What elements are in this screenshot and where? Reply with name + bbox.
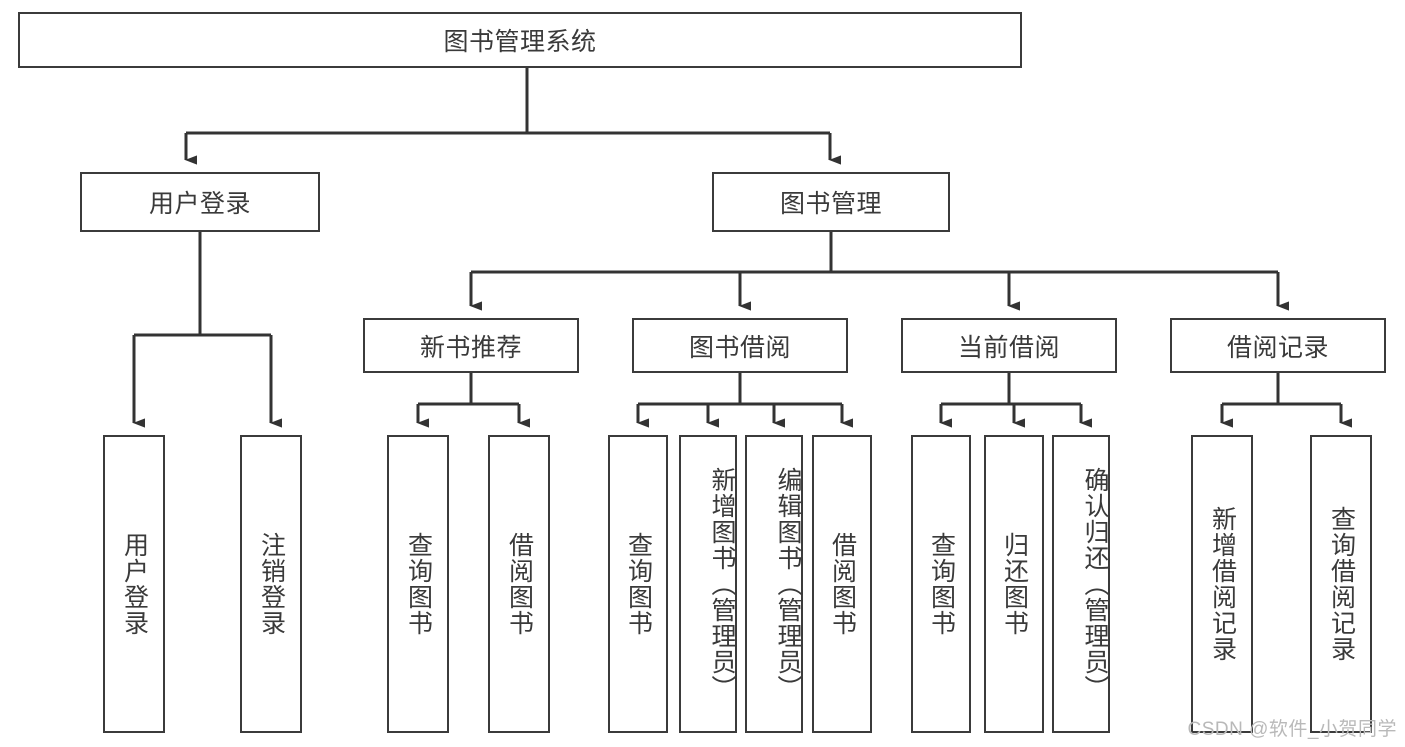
leaf-borrow-books-new[interactable]: 借阅图书 <box>488 435 550 733</box>
edge-group-user-login <box>132 232 282 428</box>
node-borrow-records[interactable]: 借阅记录 <box>1170 318 1386 373</box>
leaf-confirm-return-admin[interactable]: 确认归还（管理员） <box>1052 435 1110 733</box>
node-label: 新书推荐 <box>419 333 522 362</box>
node-current-borrowing[interactable]: 当前借阅 <box>901 318 1117 373</box>
leaf-query-books-current[interactable]: 查询图书 <box>911 435 971 733</box>
leaf-query-books-new[interactable]: 查询图书 <box>387 435 449 733</box>
leaf-edit-book-admin[interactable]: 编辑图书（管理员） <box>745 435 803 733</box>
leaf-logout-login[interactable]: 注销登录 <box>240 435 302 733</box>
leaf-return-books[interactable]: 归还图书 <box>984 435 1044 733</box>
node-label: 借阅图书 <box>505 532 534 636</box>
node-label: 图书借阅 <box>688 333 791 362</box>
node-label: 查询图书 <box>404 532 433 636</box>
edge-group-borrow <box>636 373 853 428</box>
node-label: 编辑图书（管理员） <box>774 467 802 701</box>
node-new-book-recommendation[interactable]: 新书推荐 <box>363 318 579 373</box>
node-book-management[interactable]: 图书管理 <box>712 172 950 232</box>
node-label: 借阅记录 <box>1226 333 1329 362</box>
watermark: CSDN @软件_小贺同学 <box>1187 719 1397 740</box>
leaf-query-books-borrow[interactable]: 查询图书 <box>608 435 668 733</box>
leaf-query-borrow-record[interactable]: 查询借阅记录 <box>1310 435 1372 733</box>
edge-group-root <box>184 68 841 165</box>
leaf-user-login[interactable]: 用户登录 <box>103 435 165 733</box>
node-user-login[interactable]: 用户登录 <box>80 172 320 232</box>
node-label: 用户登录 <box>120 532 149 636</box>
leaf-add-borrow-record[interactable]: 新增借阅记录 <box>1191 435 1253 733</box>
node-label: 确认归还（管理员） <box>1081 467 1109 701</box>
node-label: 查询图书 <box>927 532 956 636</box>
edge-group-current-borrow <box>939 373 1092 428</box>
node-label: 新增图书（管理员） <box>708 467 736 701</box>
node-label: 查询图书 <box>624 532 653 636</box>
node-label: 归还图书 <box>1000 532 1029 636</box>
node-label: 新增借阅记录 <box>1208 506 1237 662</box>
leaf-borrow-books-borrow[interactable]: 借阅图书 <box>812 435 872 733</box>
node-label: 注销登录 <box>257 532 286 636</box>
edge-group-new-book <box>416 373 530 428</box>
node-label: 查询借阅记录 <box>1327 506 1356 662</box>
node-label: 当前借阅 <box>957 333 1060 362</box>
node-root-book-management-system[interactable]: 图书管理系统 <box>18 12 1022 68</box>
edge-group-book-mgmt <box>469 232 1289 311</box>
edge-group-records <box>1220 373 1352 428</box>
node-label: 借阅图书 <box>828 532 857 636</box>
node-book-borrowing[interactable]: 图书借阅 <box>632 318 848 373</box>
leaf-add-book-admin[interactable]: 新增图书（管理员） <box>679 435 737 733</box>
node-label: 图书管理系统 <box>443 28 597 56</box>
node-label: 用户登录 <box>148 190 251 218</box>
node-label: 图书管理 <box>779 190 882 218</box>
